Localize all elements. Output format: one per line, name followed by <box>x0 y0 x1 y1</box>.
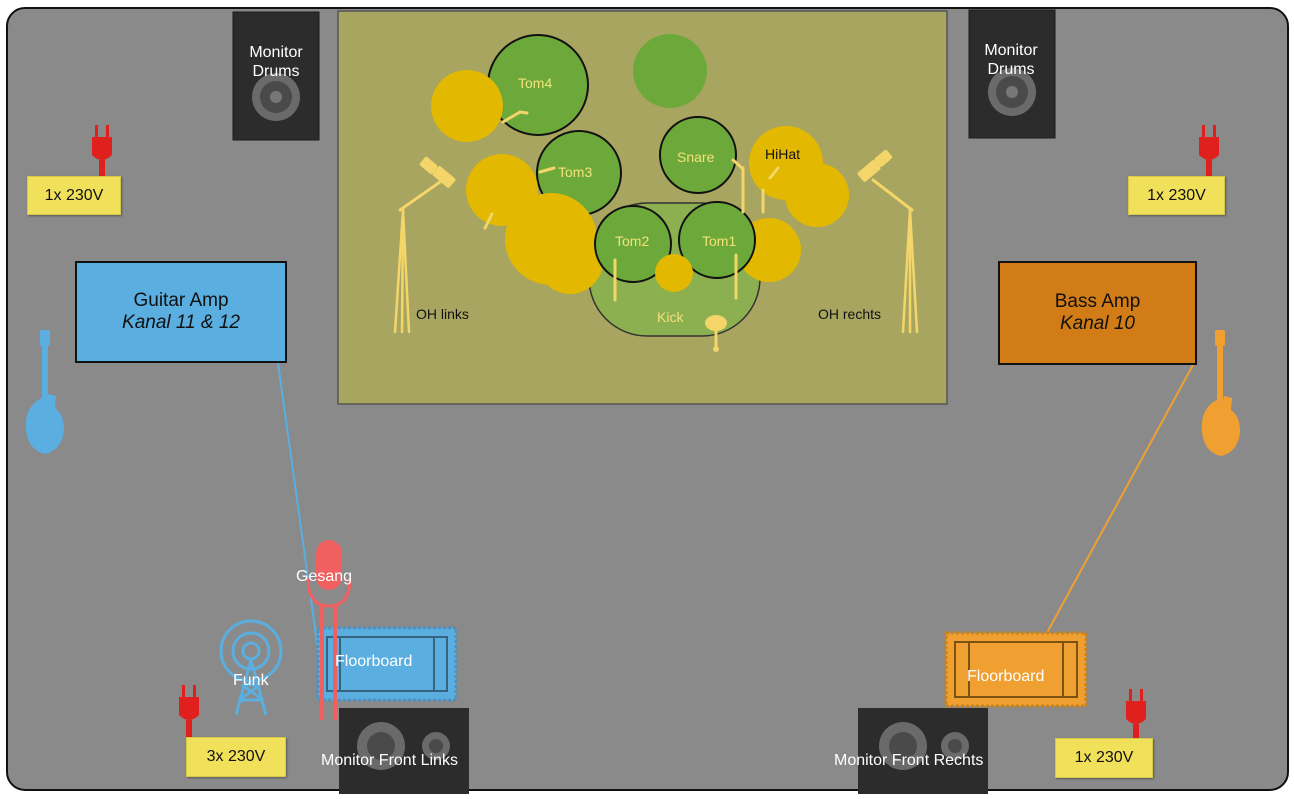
hihat-label: HiHat <box>765 146 801 162</box>
power-plug-icon <box>1126 689 1146 740</box>
small-cymbal <box>655 254 693 292</box>
overhead-mic-right <box>857 149 919 334</box>
bass-cable <box>1042 364 1194 641</box>
tom-mics <box>483 110 780 302</box>
guitar-cable <box>277 362 326 701</box>
cymbal <box>785 163 849 227</box>
wireless-antenna-icon <box>219 619 283 716</box>
tom4-label: Tom4 <box>518 75 553 91</box>
monitor-front-left-label: Monitor Front Links <box>321 752 458 769</box>
power-label-bottom-right: 1x 230V <box>1055 738 1153 778</box>
tom1-label: Tom1 <box>702 233 737 249</box>
monitor-front-right-label: Monitor Front Rechts <box>834 752 984 769</box>
power-plug-icon <box>1199 125 1219 176</box>
cymbal <box>431 70 503 142</box>
monitor-front-left <box>339 708 469 794</box>
bass-guitar-icon <box>1201 330 1240 456</box>
snare-label: Snare <box>677 149 715 165</box>
power-label-bottom-left: 3x 230V <box>186 737 286 777</box>
monitor-drums-right <box>968 9 1056 139</box>
tom2-label: Tom2 <box>615 233 650 249</box>
guitar-amp-title: Guitar Amp <box>133 290 229 311</box>
wireless-label: Funk <box>233 672 269 689</box>
monitor-front-right <box>858 708 988 794</box>
floorboard-left <box>316 626 458 702</box>
power-label-top-left: 1x 230V <box>27 176 121 215</box>
tom3-label: Tom3 <box>558 164 593 180</box>
bass-amp-channels: Kanal 10 <box>1059 313 1135 334</box>
bass-amp-title: Bass Amp <box>1054 291 1141 312</box>
guitar-amp-channels: Kanal 11 & 12 <box>122 312 240 333</box>
vocals-label: Gesang <box>296 568 353 585</box>
floorboard-right-label: Floorboard <box>967 668 1045 685</box>
oh-right-label: OH rechts <box>818 306 882 322</box>
floor-tom-top <box>633 34 707 108</box>
kick-label: Kick <box>657 309 684 325</box>
floorboard-left-label: Floorboard <box>335 653 413 670</box>
bass-amp: Bass Amp Kanal 10 <box>998 261 1197 365</box>
oh-left-label: OH links <box>416 306 469 322</box>
power-plug-icon <box>92 125 112 176</box>
guitar-amp: Guitar Amp Kanal 11 & 12 <box>75 261 287 363</box>
monitor-drums-right-label: Monitor Drums <box>984 42 1038 79</box>
kick-mic <box>705 315 727 352</box>
power-plug-icon <box>179 685 199 738</box>
floorboard-right <box>944 631 1088 708</box>
monitor-drums-left <box>232 11 320 141</box>
snare-drum <box>659 116 737 194</box>
power-label-top-right: 1x 230V <box>1128 176 1225 215</box>
overhead-mic-left <box>393 156 456 334</box>
cymbal <box>537 228 603 294</box>
monitor-drums-left-label: Monitor Drums <box>249 44 303 81</box>
vocal-mic-icon <box>306 540 352 720</box>
guitar-icon <box>25 330 64 454</box>
